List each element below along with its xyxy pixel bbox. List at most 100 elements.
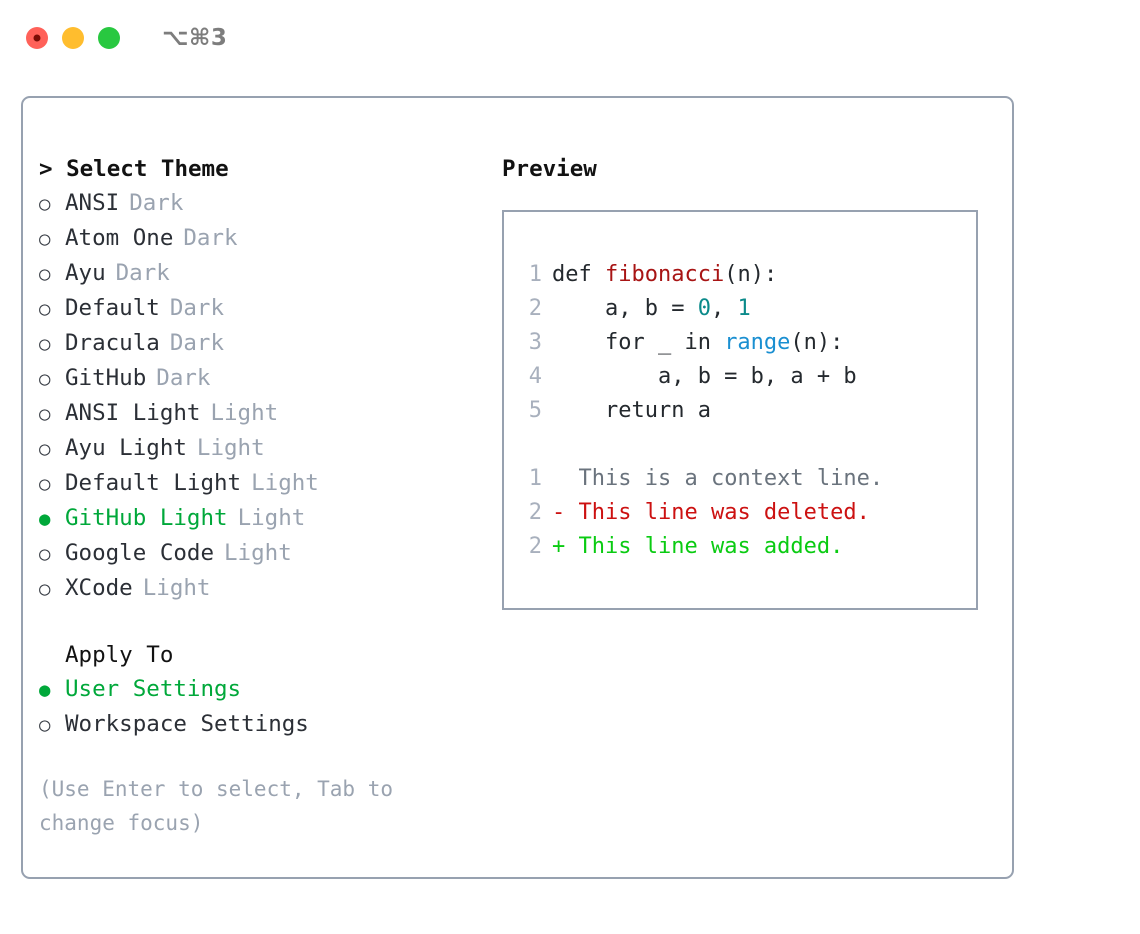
diff-line-text: This line was deleted. bbox=[578, 500, 870, 525]
theme-option-badge: Dark bbox=[115, 260, 170, 286]
close-window-icon[interactable] bbox=[26, 27, 48, 49]
apply-to-section: Apply To ●User Settings○Workspace Settin… bbox=[39, 638, 491, 742]
diff-sample: 1 This is a context line.2- This line wa… bbox=[516, 462, 976, 564]
code-line-content: a, b = b, a + b bbox=[552, 360, 857, 394]
radio-selected-icon: ● bbox=[39, 679, 51, 701]
apply-to-option-user-settings[interactable]: ● User Settings bbox=[39, 672, 491, 707]
code-token: , bbox=[710, 296, 738, 321]
code-line-number: 1 bbox=[528, 262, 542, 287]
diff-line-context: 1 This is a context line. bbox=[516, 462, 976, 496]
theme-option-badge: Dark bbox=[169, 295, 225, 321]
code-line-content: def fibonacci(n): bbox=[552, 258, 777, 292]
code-token: for _ in bbox=[552, 330, 725, 355]
code-line-number: 3 bbox=[528, 330, 542, 355]
theme-option-dracula[interactable]: ○ Dracula Dark bbox=[39, 326, 491, 361]
radio-unselected-icon: ○ bbox=[39, 333, 51, 355]
radio-unselected-icon: ○ bbox=[39, 473, 51, 495]
code-line: 4 a, b = b, a + b bbox=[516, 360, 976, 394]
theme-option-badge: Light bbox=[237, 505, 306, 531]
apply-to-option-label: User Settings bbox=[65, 676, 242, 702]
radio-unselected-icon: ○ bbox=[39, 228, 51, 250]
zoom-window-icon[interactable] bbox=[98, 27, 120, 49]
theme-option-badge: Light bbox=[251, 470, 319, 496]
theme-option-label: Dracula bbox=[65, 330, 160, 356]
diff-line-number: 2 bbox=[528, 500, 542, 525]
apply-to-option-workspace-settings[interactable]: ○ Workspace Settings bbox=[39, 707, 491, 742]
theme-option-badge: Light bbox=[142, 575, 211, 601]
theme-option-ayu-light[interactable]: ○ Ayu Light Light bbox=[39, 431, 491, 466]
window-controls bbox=[26, 27, 120, 49]
theme-option-label: GitHub Light bbox=[65, 505, 228, 531]
keyboard-hint-text: (Use Enter to select, Tab to change focu… bbox=[39, 777, 394, 835]
theme-option-badge: Light bbox=[210, 400, 279, 426]
code-token: fibonacci bbox=[604, 262, 725, 287]
radio-unselected-icon: ○ bbox=[39, 403, 51, 425]
theme-option-badge: Light bbox=[224, 540, 292, 566]
code-line-content: return a bbox=[552, 394, 711, 428]
radio-unselected-icon: ○ bbox=[39, 578, 51, 600]
radio-unselected-icon: ○ bbox=[39, 438, 51, 460]
theme-option-atom-one[interactable]: ○ Atom One Dark bbox=[39, 221, 491, 256]
theme-option-label: Default Light bbox=[65, 470, 242, 496]
diff-line-number: 2 bbox=[528, 534, 542, 559]
keyboard-shortcut-label: ⌥⌘3 bbox=[162, 24, 228, 51]
theme-option-label: Ayu Light bbox=[65, 435, 187, 461]
theme-option-badge: Dark bbox=[156, 365, 211, 391]
code-token: def bbox=[552, 262, 605, 287]
preview-heading: Preview bbox=[502, 156, 597, 182]
diff-line-text: This line was added. bbox=[578, 534, 844, 559]
code-line-number: 5 bbox=[528, 398, 542, 423]
diff-line-number: 1 bbox=[528, 466, 542, 491]
code-line-content: for _ in range(n): bbox=[552, 326, 843, 360]
radio-unselected-icon: ○ bbox=[39, 714, 51, 736]
radio-unselected-icon: ○ bbox=[39, 193, 51, 215]
theme-option-label: Atom One bbox=[65, 225, 174, 251]
code-line: 1 def fibonacci(n): bbox=[516, 258, 976, 292]
code-token: (n): bbox=[790, 330, 844, 355]
minimize-window-icon[interactable] bbox=[62, 27, 84, 49]
theme-option-ayu[interactable]: ○ Ayu Dark bbox=[39, 256, 491, 291]
code-token: (n): bbox=[724, 262, 778, 287]
code-line: 3 for _ in range(n): bbox=[516, 326, 976, 360]
theme-option-ansi[interactable]: ○ ANSI Dark bbox=[39, 186, 491, 221]
code-line: 5 return a bbox=[516, 394, 976, 428]
theme-option-badge: Dark bbox=[183, 225, 238, 251]
code-diff-spacer bbox=[516, 428, 976, 462]
code-token: a, b = bbox=[552, 296, 698, 321]
theme-option-badge: Light bbox=[196, 435, 265, 461]
radio-unselected-icon: ○ bbox=[39, 298, 51, 320]
theme-option-badge: Dark bbox=[129, 190, 184, 216]
theme-option-label: XCode bbox=[65, 575, 133, 601]
theme-option-xcode[interactable]: ○ XCode Light bbox=[39, 571, 491, 606]
select-theme-heading: > Select Theme bbox=[39, 156, 229, 182]
theme-option-label: GitHub bbox=[65, 365, 147, 391]
code-line: 2 a, b = 0, 1 bbox=[516, 292, 976, 326]
apply-to-option-label: Workspace Settings bbox=[65, 711, 309, 737]
theme-option-badge: Dark bbox=[169, 330, 225, 356]
theme-option-default-light[interactable]: ○ Default Light Light bbox=[39, 466, 491, 501]
apply-to-option-list: ● User Settings ○ Workspace Settings bbox=[39, 672, 491, 742]
diff-marker bbox=[552, 462, 579, 496]
theme-option-label: ANSI bbox=[65, 190, 120, 216]
code-token: 0 bbox=[697, 296, 711, 321]
code-line-number: 2 bbox=[528, 296, 542, 321]
diff-line-text: This is a context line. bbox=[578, 466, 884, 491]
code-line-number: 4 bbox=[528, 364, 542, 389]
theme-option-label: Ayu bbox=[65, 260, 106, 286]
code-token: return a bbox=[552, 398, 711, 423]
diff-marker: + bbox=[552, 534, 579, 559]
radio-unselected-icon: ○ bbox=[39, 263, 51, 285]
diff-line-add: 2 + This line was added. bbox=[516, 530, 976, 564]
code-token: 1 bbox=[737, 296, 751, 321]
